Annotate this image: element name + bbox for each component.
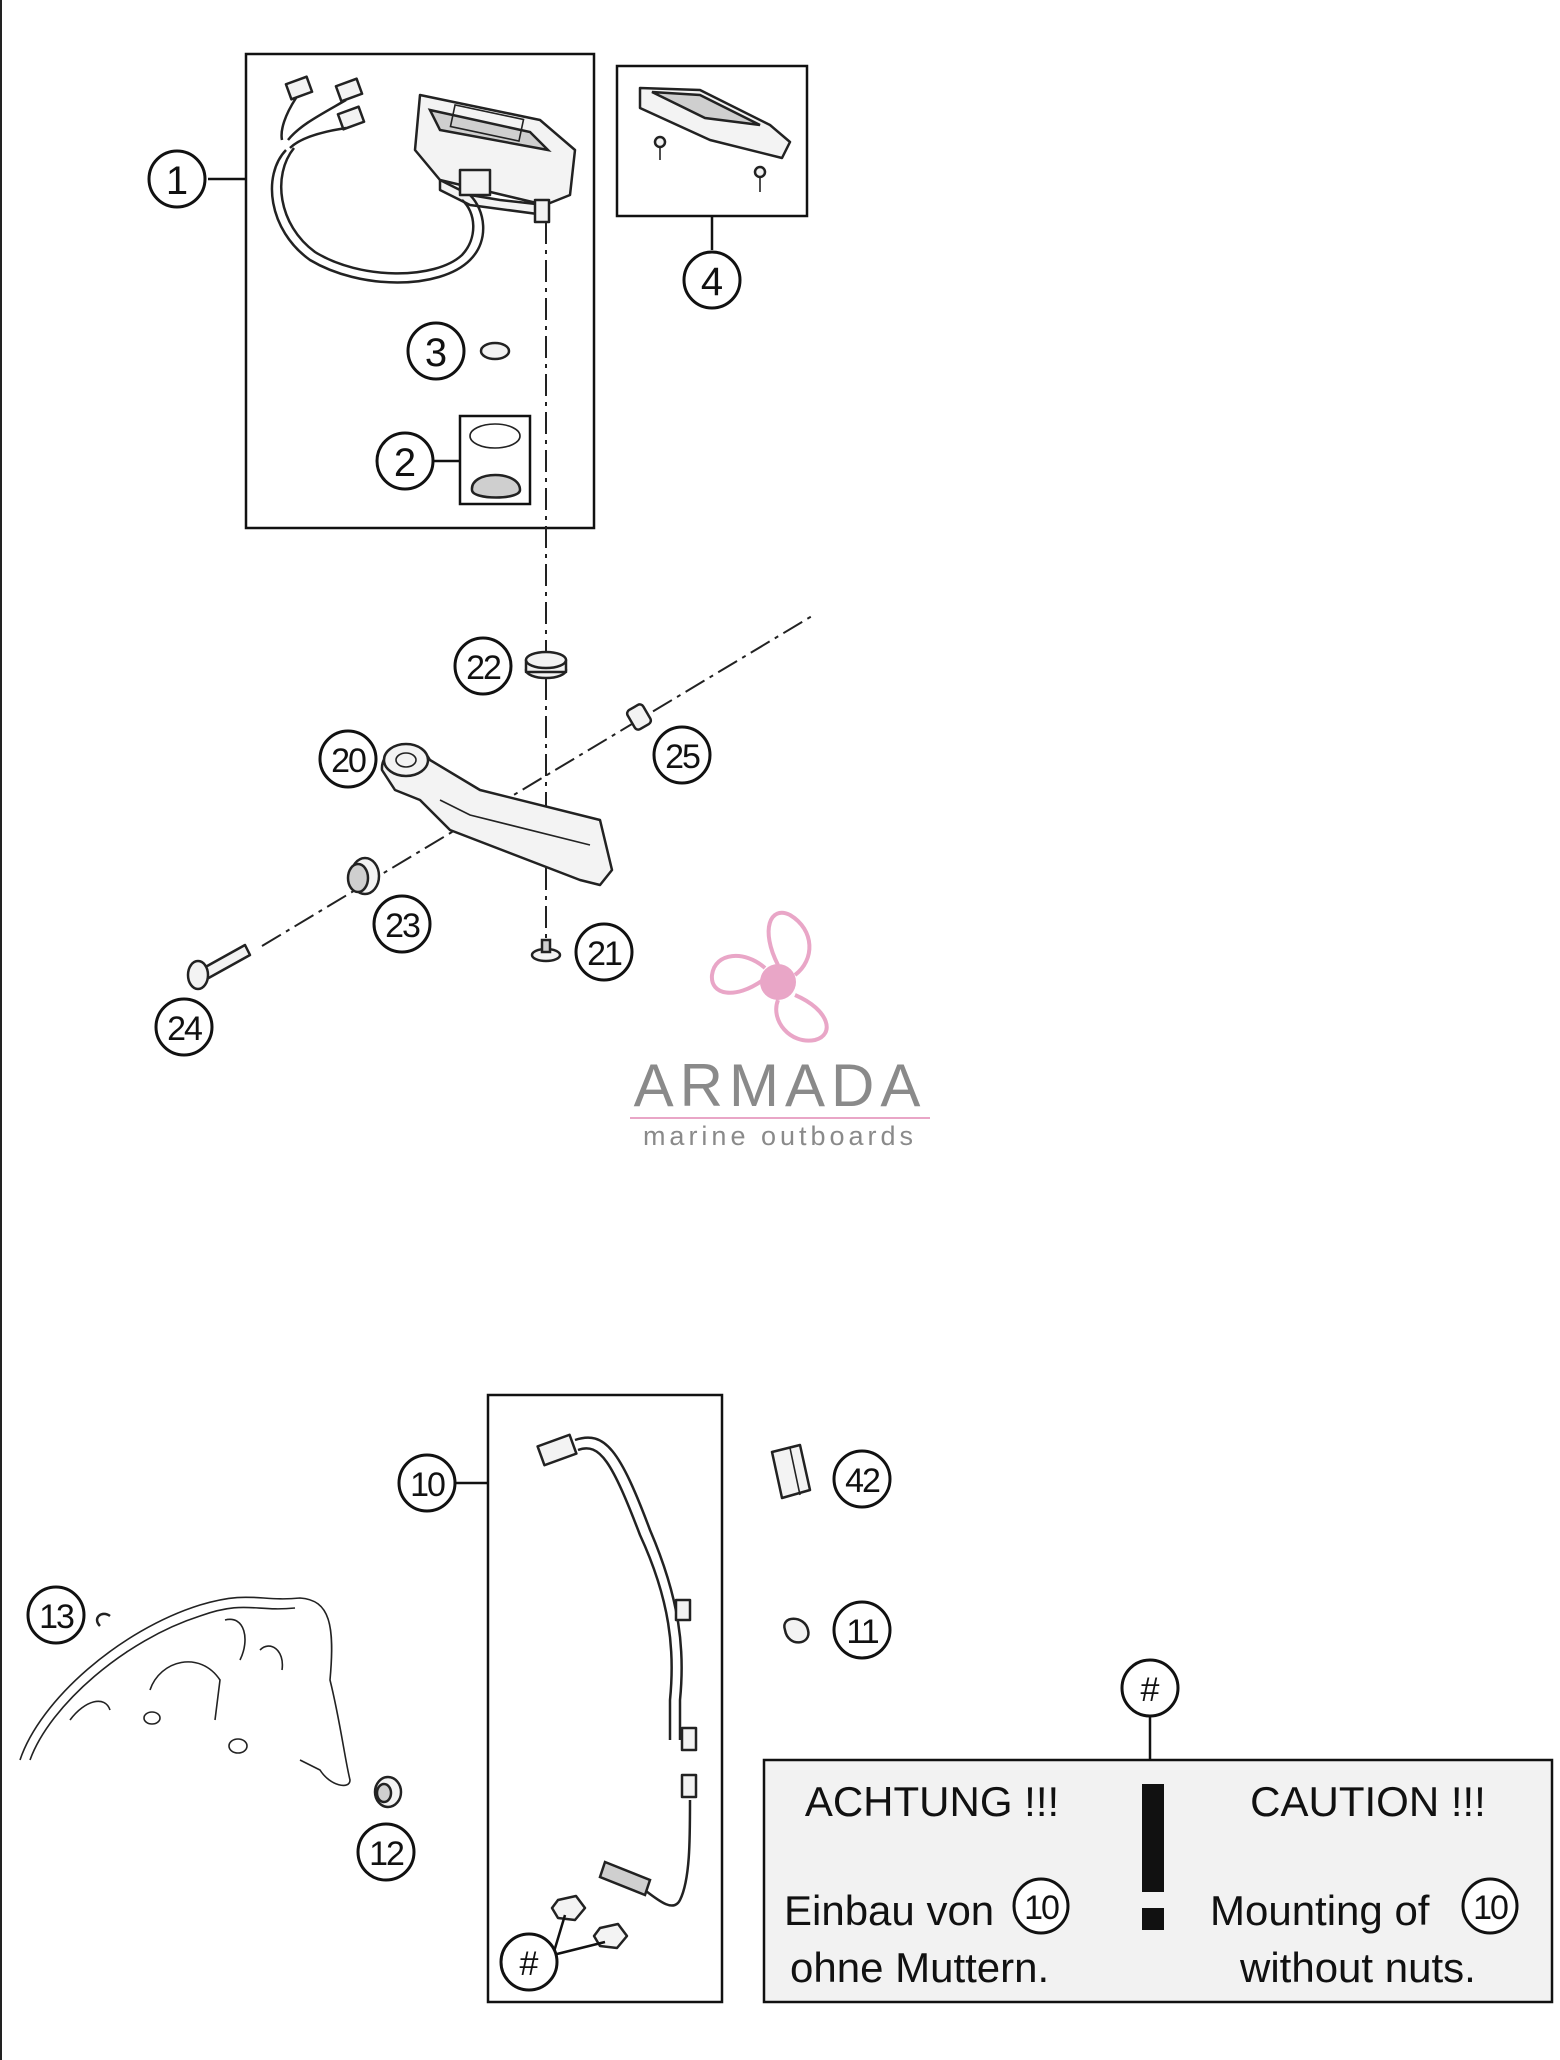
part-22-grommet	[524, 650, 568, 680]
speed-sensor-box	[486, 1393, 724, 2004]
svg-text:42: 42	[845, 1462, 880, 1500]
notice-right-heading: CAUTION !!!	[1250, 1778, 1486, 1825]
part-12-spacer	[373, 1775, 403, 1809]
callout-3: 3	[406, 321, 466, 381]
svg-text:13: 13	[39, 1598, 74, 1636]
callout-11: 11	[832, 1600, 892, 1660]
notice-right-line1: Mounting of	[1210, 1887, 1430, 1934]
speedometer-wiring	[270, 75, 485, 284]
part-10-speed-sensor	[536, 1433, 698, 1907]
callout-24: 24	[154, 997, 214, 1057]
svg-text:21: 21	[587, 935, 622, 973]
callout-4: 4	[682, 250, 742, 310]
svg-text:3: 3	[425, 331, 447, 375]
part-23-rubber	[346, 856, 381, 896]
part-13-ring	[95, 1612, 111, 1627]
svg-text:1: 1	[166, 159, 188, 203]
sensor-nuts	[550, 1894, 629, 1957]
part-24-bolt	[186, 943, 252, 991]
svg-text:#: #	[1141, 1671, 1160, 1709]
svg-text:25: 25	[665, 738, 700, 776]
svg-text:10: 10	[1473, 1889, 1508, 1927]
watermark-name: ARMADA	[634, 1052, 927, 1119]
notice-right-ref-10: 10	[1461, 1877, 1519, 1935]
callout-22: 22	[453, 636, 513, 696]
callout-hash-nuts: #	[499, 1932, 559, 1992]
svg-text:10: 10	[1024, 1889, 1059, 1927]
svg-text:2: 2	[394, 441, 416, 485]
notice-right-line2: without nuts.	[1239, 1944, 1476, 1991]
svg-text:4: 4	[701, 260, 723, 304]
propeller-icon	[709, 911, 829, 1043]
part-3-plug	[479, 341, 511, 361]
svg-text:12: 12	[369, 1835, 404, 1873]
svg-text:10: 10	[410, 1466, 445, 1504]
callout-2: 2	[375, 431, 435, 491]
svg-text:20: 20	[331, 742, 366, 780]
watermark-tagline: marine outboards	[643, 1121, 917, 1151]
callout-25: 25	[652, 725, 712, 785]
brake-disc-outline	[19, 1596, 351, 1787]
part-20-bracket	[380, 742, 614, 887]
part-42-clip	[770, 1443, 812, 1500]
callout-21: 21	[574, 922, 634, 982]
callout-1: 1	[147, 149, 207, 209]
svg-text:#: #	[520, 1945, 539, 1983]
callout-13: 13	[26, 1585, 86, 1645]
part-25-bushing	[625, 703, 653, 731]
notice-left-heading: ACHTUNG !!!	[805, 1778, 1059, 1825]
part-4-speedometer-cover	[638, 86, 792, 192]
notice-left-line2: ohne Muttern.	[790, 1944, 1049, 1991]
callout-12: 12	[356, 1822, 416, 1882]
speedometer-kit-box	[244, 52, 596, 530]
part-21-fastener	[530, 938, 562, 963]
notice-left-line1: Einbau von	[784, 1887, 994, 1934]
svg-text:22: 22	[466, 649, 501, 687]
callout-10: 10	[397, 1453, 457, 1513]
notice-left-ref-10: 10	[1012, 1877, 1070, 1935]
warning-icon-bar	[1142, 1784, 1164, 1892]
callout-23: 23	[372, 894, 432, 954]
svg-text:24: 24	[167, 1010, 202, 1048]
callout-42: 42	[832, 1449, 892, 1509]
svg-text:11: 11	[846, 1613, 878, 1651]
callout-20: 20	[318, 729, 378, 789]
svg-text:23: 23	[385, 907, 420, 945]
speedometer-unit	[413, 93, 577, 224]
callout-hash-notice: #	[1120, 1658, 1180, 1718]
warning-icon-dot	[1142, 1908, 1164, 1930]
part-2-seal-ring	[469, 423, 521, 449]
part-2-bezel-ring	[470, 473, 522, 499]
part-11-cable-clip	[783, 1617, 810, 1644]
